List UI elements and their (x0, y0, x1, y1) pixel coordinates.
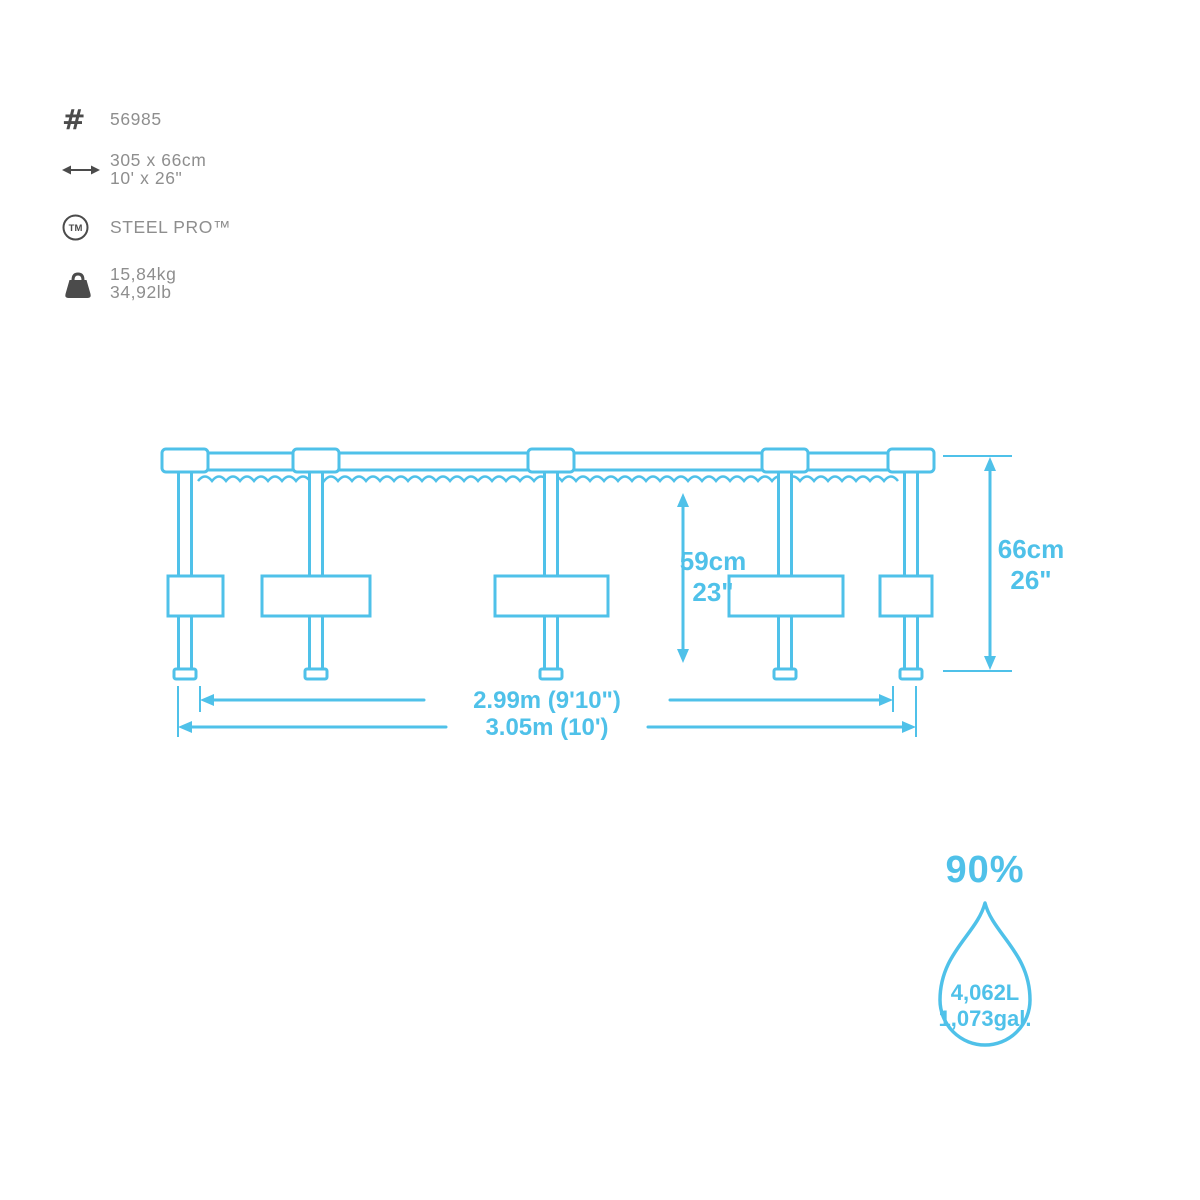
pool-leg (903, 466, 919, 672)
leg-foot (898, 667, 924, 681)
weight-metric: 15,84kg (110, 264, 177, 284)
rail-connector (526, 447, 576, 474)
product-line: STEEL PRO™ (110, 216, 232, 237)
outer-width-label: 3.05m (10') (485, 714, 608, 741)
spec-row-item-number: # 56985 (62, 106, 162, 134)
size-metric: 305 x 66cm (110, 150, 207, 170)
rail-connector (886, 447, 936, 474)
volume-metric-label: 4,062L (951, 980, 1020, 1005)
pool-leg (777, 466, 793, 672)
size-imperial: 10' x 26" (110, 167, 183, 188)
rail-connector (160, 447, 210, 474)
capacity-info: 90% 4,062L 1,073gal. (938, 849, 1032, 1047)
wall-band-segment (727, 574, 845, 618)
wall-band-segment (166, 574, 225, 618)
inner-height-metric-label: 59cm (680, 546, 747, 576)
trademark-icon-label: TM (69, 223, 83, 234)
pool-leg (543, 466, 559, 672)
weight-icon (65, 271, 91, 298)
inner-width-dimension: 2.99m (9'10") (200, 687, 893, 714)
outer-height-imperial-label: 26" (1010, 565, 1051, 595)
hash-icon: # (62, 103, 86, 136)
pool-frame (160, 447, 936, 681)
leg-foot (538, 667, 564, 681)
dimension-annotations: 59cm 23" 66cm 26" (177, 455, 1065, 741)
width-arrow-icon-box (62, 163, 110, 177)
water-drop-icon (938, 901, 1032, 1047)
leg-foot (172, 667, 198, 681)
trademark-icon: TM (62, 214, 89, 241)
pool-leg (177, 466, 193, 672)
inner-height-dimension: 59cm 23" (677, 493, 746, 663)
volume-imperial-label: 1,073gal. (939, 1006, 1032, 1031)
outer-height-dimension: 66cm 26" (943, 455, 1065, 672)
weight-imperial: 34,92lb (110, 281, 172, 302)
rail-connector (291, 447, 341, 474)
spec-row-product-line: TM STEEL PRO™ (62, 214, 231, 241)
spec-row-size: 305 x 66cm 10' x 26" (62, 150, 207, 188)
rail-connector (760, 447, 810, 474)
outer-width-dimension: 3.05m (10') (178, 714, 916, 741)
leg-foot (772, 667, 798, 681)
wall-band-segment (878, 574, 934, 618)
inner-width-label: 2.99m (9'10") (473, 687, 621, 714)
wall-band-segment (493, 574, 610, 618)
trademark-icon-box: TM (62, 214, 110, 241)
spec-row-weight: 15,84kg 34,92lb (62, 264, 177, 302)
pool-leg (308, 466, 324, 672)
double-arrow-icon (62, 165, 100, 174)
fill-level-label: 90% (945, 849, 1024, 891)
wall-band-segment (260, 574, 372, 618)
inner-height-imperial-label: 23" (692, 577, 733, 607)
outer-height-metric-label: 66cm (998, 534, 1065, 564)
hash-icon-box: # (62, 106, 110, 134)
item-number: 56985 (110, 109, 162, 130)
leg-foot (303, 667, 329, 681)
weight-icon-box (62, 268, 110, 300)
